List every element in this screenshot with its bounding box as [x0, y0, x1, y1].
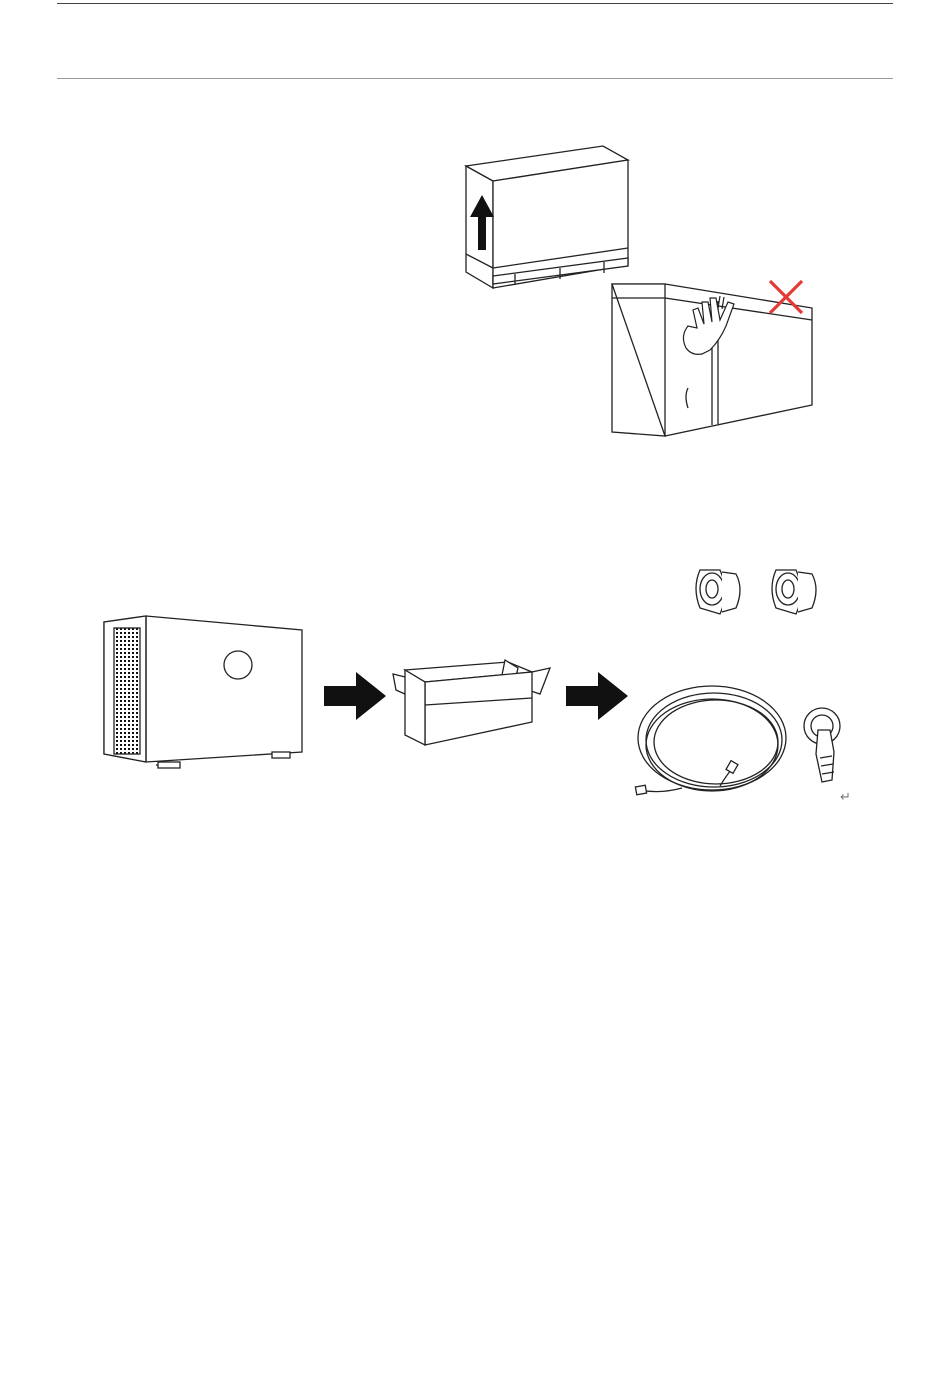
union-connector-icon — [696, 570, 740, 614]
return-mark: ↵ — [840, 790, 851, 805]
flow-arrow-icon — [324, 672, 386, 720]
carton-lift-illustration — [466, 146, 628, 288]
flow-arrow-icon — [566, 672, 628, 720]
drain-hose-icon — [635, 686, 786, 795]
heat-pump-icon — [104, 616, 302, 768]
open-box-icon — [393, 660, 550, 745]
union-connector-icon — [772, 570, 816, 614]
wrong-lifting-illustration — [612, 281, 812, 436]
unpacking-flow — [104, 570, 840, 795]
drain-nozzle-icon — [804, 708, 840, 782]
